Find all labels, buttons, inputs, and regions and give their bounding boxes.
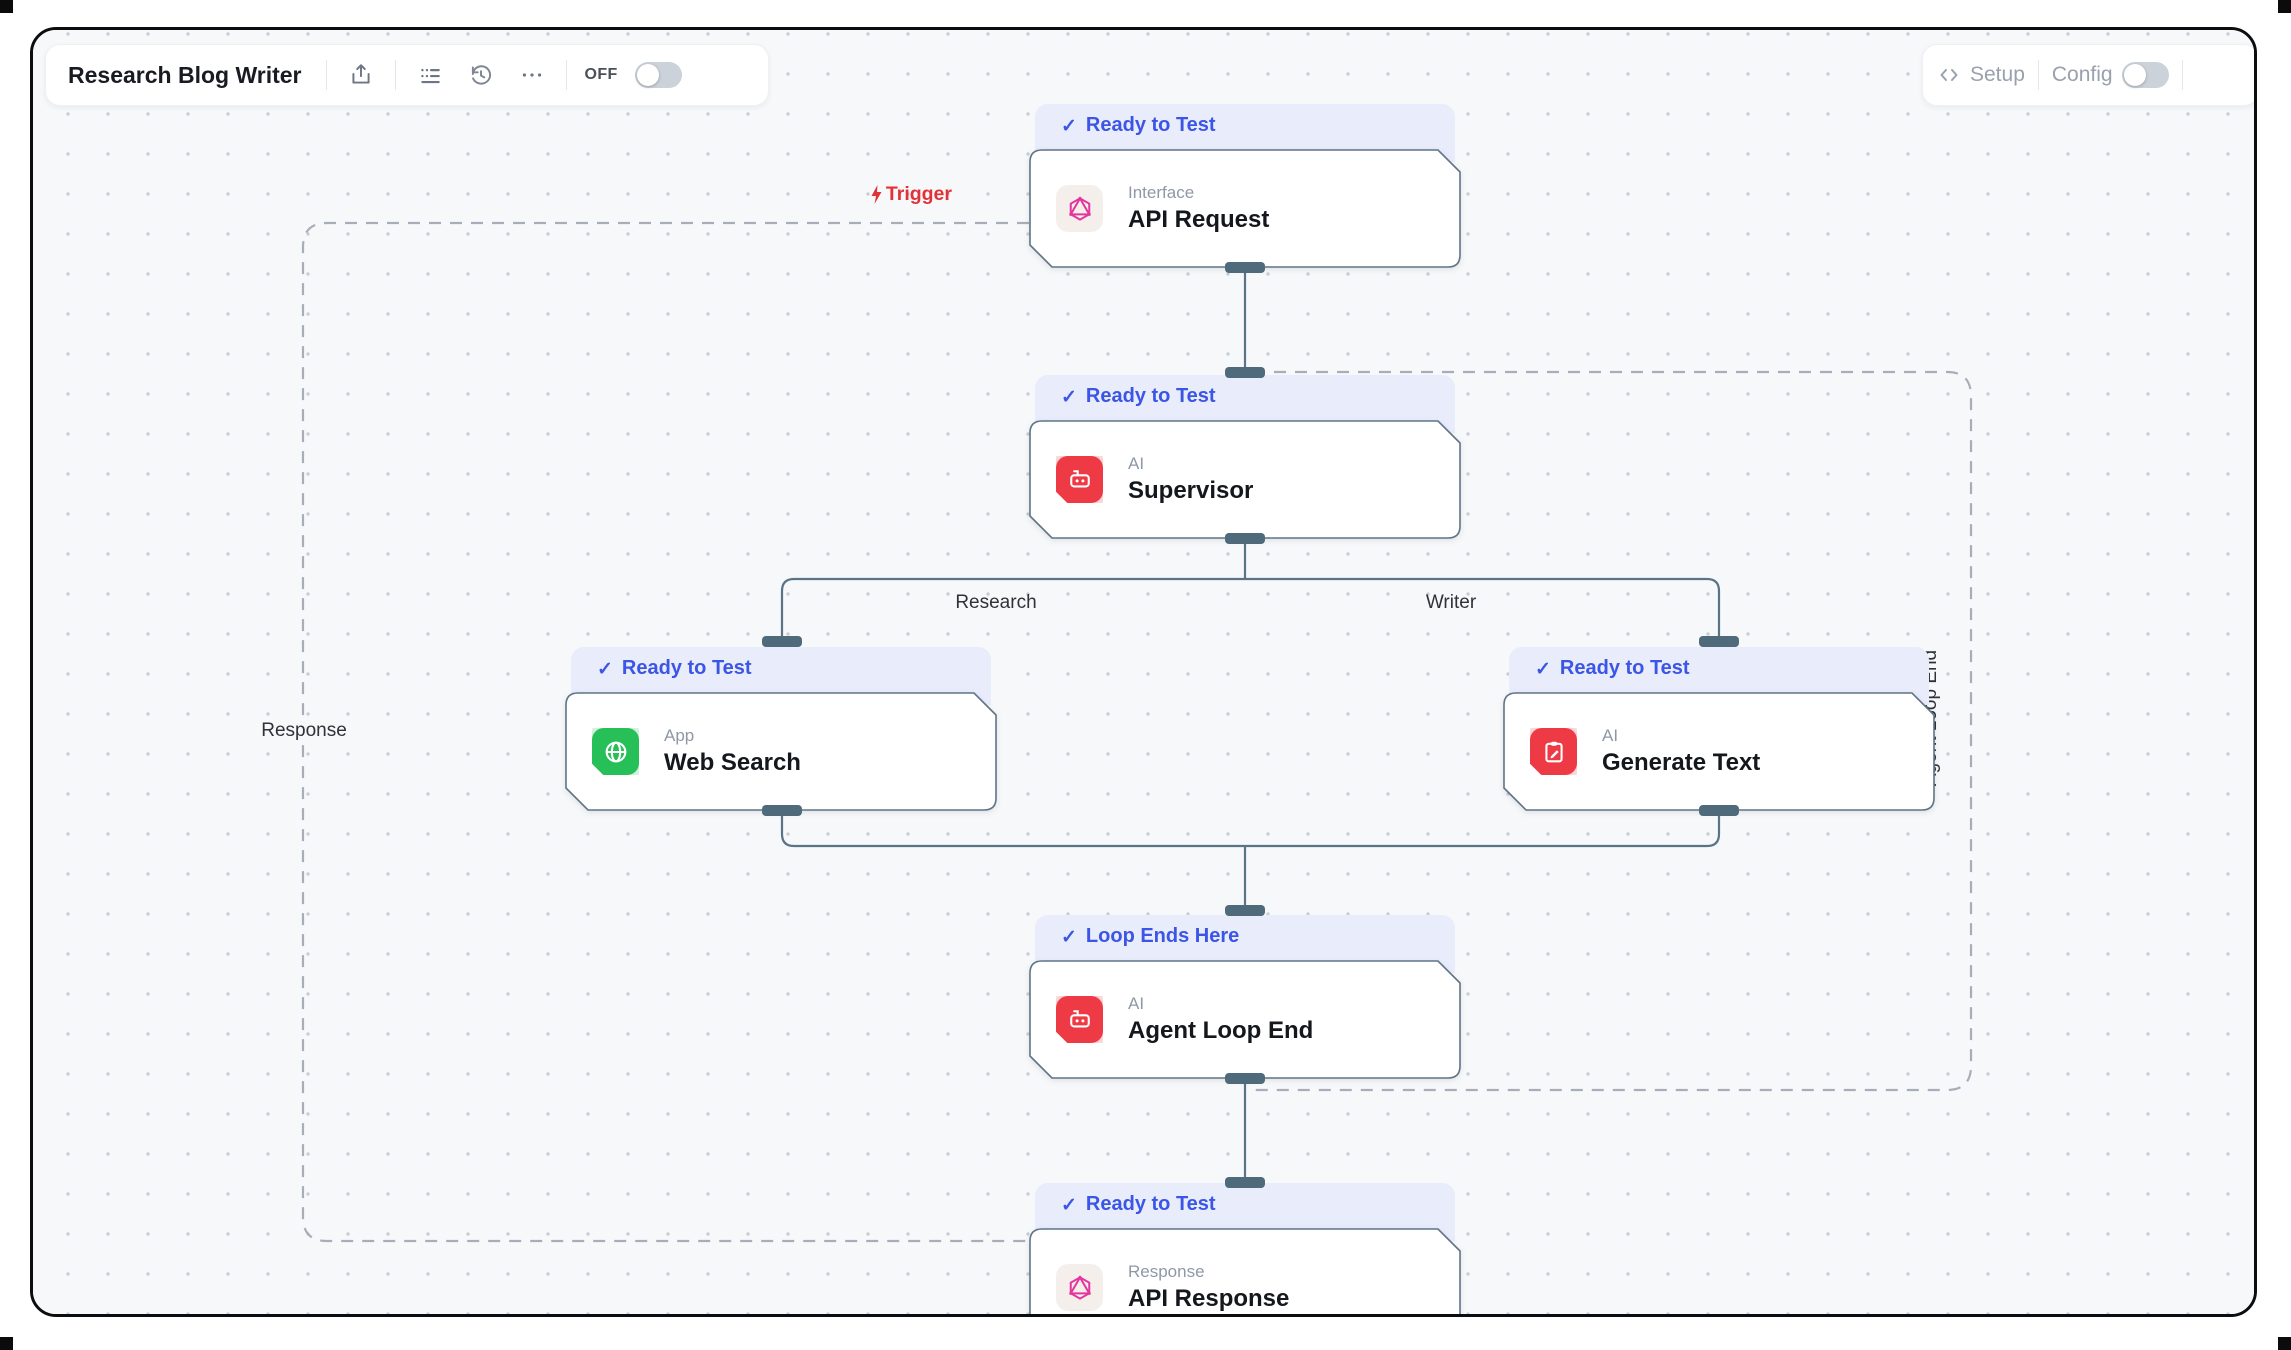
node-title: API Request [1128, 206, 1270, 233]
toggle-knob [636, 64, 659, 86]
workflow-canvas[interactable]: Research Writer Response Agent Loop End … [33, 30, 2254, 1314]
screen-corner-mark [2278, 0, 2291, 13]
node-supervisor[interactable]: ✓ Ready to Test AI Supervisor [1029, 375, 1461, 539]
edge-label-response: Response [229, 720, 379, 742]
setup-button[interactable]: Setup [1937, 63, 2025, 87]
status-badge-label: Ready to Test [621, 657, 752, 679]
trigger-label: Trigger [792, 181, 952, 207]
clipboard-pen-icon [1530, 728, 1577, 775]
lightning-icon [871, 184, 882, 204]
status-badge-label: Ready to Test [1085, 385, 1216, 407]
toggle-knob [2123, 64, 2146, 86]
node-category: AI [1602, 726, 1619, 745]
node-card [1029, 960, 1461, 1079]
check-icon: ✓ [1061, 387, 1077, 408]
check-icon: ✓ [1061, 1195, 1077, 1216]
more-options-icon[interactable] [515, 58, 549, 92]
port-api-request-out[interactable] [1225, 262, 1265, 273]
config-toggle-group[interactable]: Config [2052, 62, 2169, 88]
network-icon [1056, 1264, 1103, 1311]
node-generate-text[interactable]: ✓ Ready to Test AI Generate Text [1503, 647, 1935, 811]
node-agent-loop-end[interactable]: ✓ Loop Ends Here AI Agent Loop End [1029, 915, 1461, 1079]
port-generate-text-out[interactable] [1699, 805, 1739, 816]
check-icon: ✓ [1061, 116, 1077, 137]
toolbar-divider [566, 60, 568, 90]
node-title: API Response [1128, 1285, 1290, 1312]
node-card [565, 692, 997, 811]
toolbar-divider [2181, 60, 2183, 90]
port-generate-text-in[interactable] [1699, 636, 1739, 647]
node-category: App [664, 726, 695, 745]
run-list-icon[interactable] [413, 58, 447, 92]
port-web-search-in[interactable] [762, 636, 802, 647]
node-card [1029, 1228, 1461, 1314]
check-icon: ✓ [1061, 927, 1077, 948]
edge-label-writer: Writer [1425, 592, 1477, 613]
workflow-off-label: OFF [584, 66, 618, 83]
trigger-label-text: Trigger [885, 182, 952, 205]
screen-corner-mark [0, 0, 13, 13]
port-web-search-out[interactable] [762, 805, 802, 816]
port-supervisor-out[interactable] [1225, 533, 1265, 544]
node-title: Web Search [664, 749, 801, 776]
node-api-response[interactable]: ✓ Ready to Test Response [1029, 1183, 1461, 1314]
setup-config-toolbar: Setup Config [1922, 44, 2254, 106]
config-toggle[interactable] [2121, 62, 2169, 88]
share-export-icon[interactable] [344, 58, 378, 92]
status-badge-label: Ready to Test [1085, 1193, 1216, 1215]
robot-icon [1056, 456, 1103, 503]
node-category: Response [1128, 1262, 1205, 1281]
workflow-enable-toggle[interactable] [634, 62, 682, 88]
setup-label: Setup [1970, 63, 2025, 86]
node-card [1503, 692, 1935, 811]
status-badge-label: Loop Ends Here [1085, 925, 1240, 947]
history-icon[interactable] [464, 58, 498, 92]
node-title: Agent Loop End [1128, 1017, 1314, 1044]
network-icon [1056, 185, 1103, 232]
workflow-toolbar: Research Blog Writer [45, 44, 769, 106]
port-agent-loop-end-out[interactable] [1225, 1073, 1265, 1084]
edge-label-research: Research [955, 592, 1037, 613]
check-icon: ✓ [1535, 659, 1551, 680]
node-web-search[interactable]: ✓ Ready to Test App Web Search [565, 647, 997, 811]
status-badge-label: Ready to Test [1085, 114, 1216, 136]
port-agent-loop-end-in[interactable] [1225, 905, 1265, 916]
app-window: Research Writer Response Agent Loop End … [30, 27, 2257, 1317]
workflow-title[interactable]: Research Blog Writer [68, 61, 302, 88]
port-supervisor-in[interactable] [1225, 367, 1265, 378]
config-label: Config [2051, 63, 2113, 86]
toolbar-divider [326, 60, 328, 90]
node-title: Generate Text [1602, 749, 1761, 776]
globe-icon [592, 728, 639, 775]
node-card [1029, 149, 1461, 268]
node-title: Supervisor [1128, 477, 1254, 504]
code-icon [1940, 69, 1958, 81]
toolbar-divider [2037, 60, 2039, 90]
node-api-request[interactable]: ✓ Ready to Test Interface [1029, 104, 1461, 268]
screen-corner-mark [0, 1337, 13, 1350]
node-category: AI [1128, 454, 1145, 473]
robot-icon [1056, 996, 1103, 1043]
toolbar-divider [395, 60, 397, 90]
screen-corner-mark [2278, 1337, 2291, 1350]
node-category: Interface [1128, 183, 1195, 202]
status-badge-label: Ready to Test [1559, 657, 1690, 679]
node-card [1029, 420, 1461, 539]
port-api-response-in[interactable] [1225, 1177, 1265, 1188]
node-category: AI [1128, 994, 1145, 1013]
check-icon: ✓ [597, 659, 613, 680]
